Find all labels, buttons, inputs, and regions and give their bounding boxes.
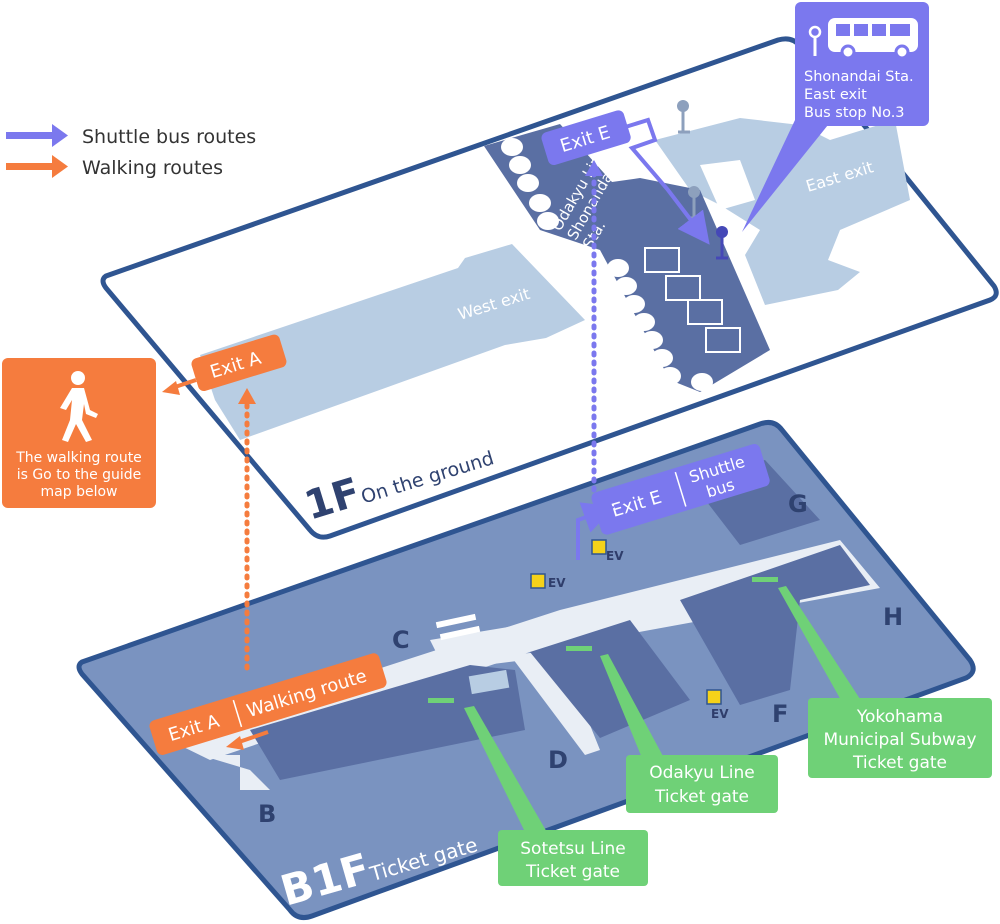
floor-b1f: EV EV EV B C D F G H B1F Ticket gate Exi… bbox=[76, 420, 976, 920]
walking-note-line-2: is Go to the guide bbox=[17, 467, 142, 483]
yokohama-line-1: Yokohama bbox=[856, 707, 943, 727]
legend-shuttle-label: Shuttle bus routes bbox=[82, 126, 256, 148]
walking-legend-arrow-icon bbox=[6, 155, 68, 178]
walking-left-arrow-icon bbox=[226, 730, 269, 750]
yokohama-gate-callout: Yokohama Municipal Subway Ticket gate bbox=[778, 586, 992, 778]
elevator-icon bbox=[706, 689, 722, 705]
odakyu-line-2: Ticket gate bbox=[654, 787, 749, 807]
sotetsu-line-2: Ticket gate bbox=[525, 862, 620, 882]
shuttle-turn-arrow-icon bbox=[576, 502, 616, 560]
bus-stop-pin-icon bbox=[716, 226, 728, 238]
floor-1f: West exit East exit bbox=[100, 36, 999, 540]
walking-exit-arrow-icon bbox=[162, 378, 197, 395]
bus-stop-callout: Shonandai Sta. East exit Bus stop No.3 bbox=[742, 2, 929, 232]
odakyu-gate-callout: Odakyu Line Ticket gate bbox=[600, 654, 778, 813]
odakyu-line-1: Odakyu Line bbox=[649, 763, 755, 783]
walking-note-line-1: The walking route bbox=[15, 450, 142, 466]
legend: Shuttle bus routes Walking routes bbox=[6, 124, 256, 179]
walking-note-callout: The walking route is Go to the guide map… bbox=[2, 358, 156, 508]
zone-h: H bbox=[883, 603, 903, 631]
1f-exit-e-label[interactable]: Exit E bbox=[540, 109, 632, 167]
sotetsu-gate-callout: Sotetsu Line Ticket gate bbox=[464, 706, 648, 886]
bus-icon bbox=[808, 18, 918, 60]
sotetsu-gate-block bbox=[250, 665, 525, 780]
yokohama-line-3: Ticket gate bbox=[852, 753, 947, 773]
zone-f: F bbox=[772, 700, 788, 728]
shuttle-route-path bbox=[621, 117, 710, 245]
vertical-routes bbox=[238, 160, 603, 671]
zone-g: G bbox=[788, 490, 808, 518]
elevator-icon bbox=[530, 573, 546, 589]
bus-stop-line-1: Shonandai Sta. bbox=[804, 69, 914, 85]
bus-stop-line-2: East exit bbox=[804, 87, 867, 103]
bus-stop-line-3: Bus stop No.3 bbox=[804, 105, 905, 121]
ev-label-3: EV bbox=[711, 707, 729, 721]
ev-label-1: EV bbox=[548, 576, 566, 590]
zone-b: B bbox=[258, 800, 276, 828]
zone-d: D bbox=[548, 746, 568, 774]
yokohama-gate-block bbox=[680, 545, 870, 705]
pedestrian-icon bbox=[60, 371, 98, 442]
b1f-exit-e-shuttle-bus[interactable]: Exit E Shuttle bus bbox=[590, 443, 771, 537]
west-exit-area bbox=[200, 244, 585, 440]
legend-walking-label: Walking routes bbox=[82, 157, 223, 179]
walking-note-line-3: map below bbox=[41, 484, 118, 500]
elevator-icon bbox=[591, 539, 607, 555]
platform-markers bbox=[501, 138, 713, 391]
zone-c: C bbox=[392, 626, 410, 654]
shuttle-legend-arrow-icon bbox=[6, 124, 68, 147]
sotetsu-line-1: Sotetsu Line bbox=[520, 839, 625, 859]
ev-label-2: EV bbox=[606, 549, 624, 563]
yokohama-line-2: Municipal Subway bbox=[823, 730, 976, 750]
elevator-markers: EV EV EV bbox=[530, 539, 729, 721]
